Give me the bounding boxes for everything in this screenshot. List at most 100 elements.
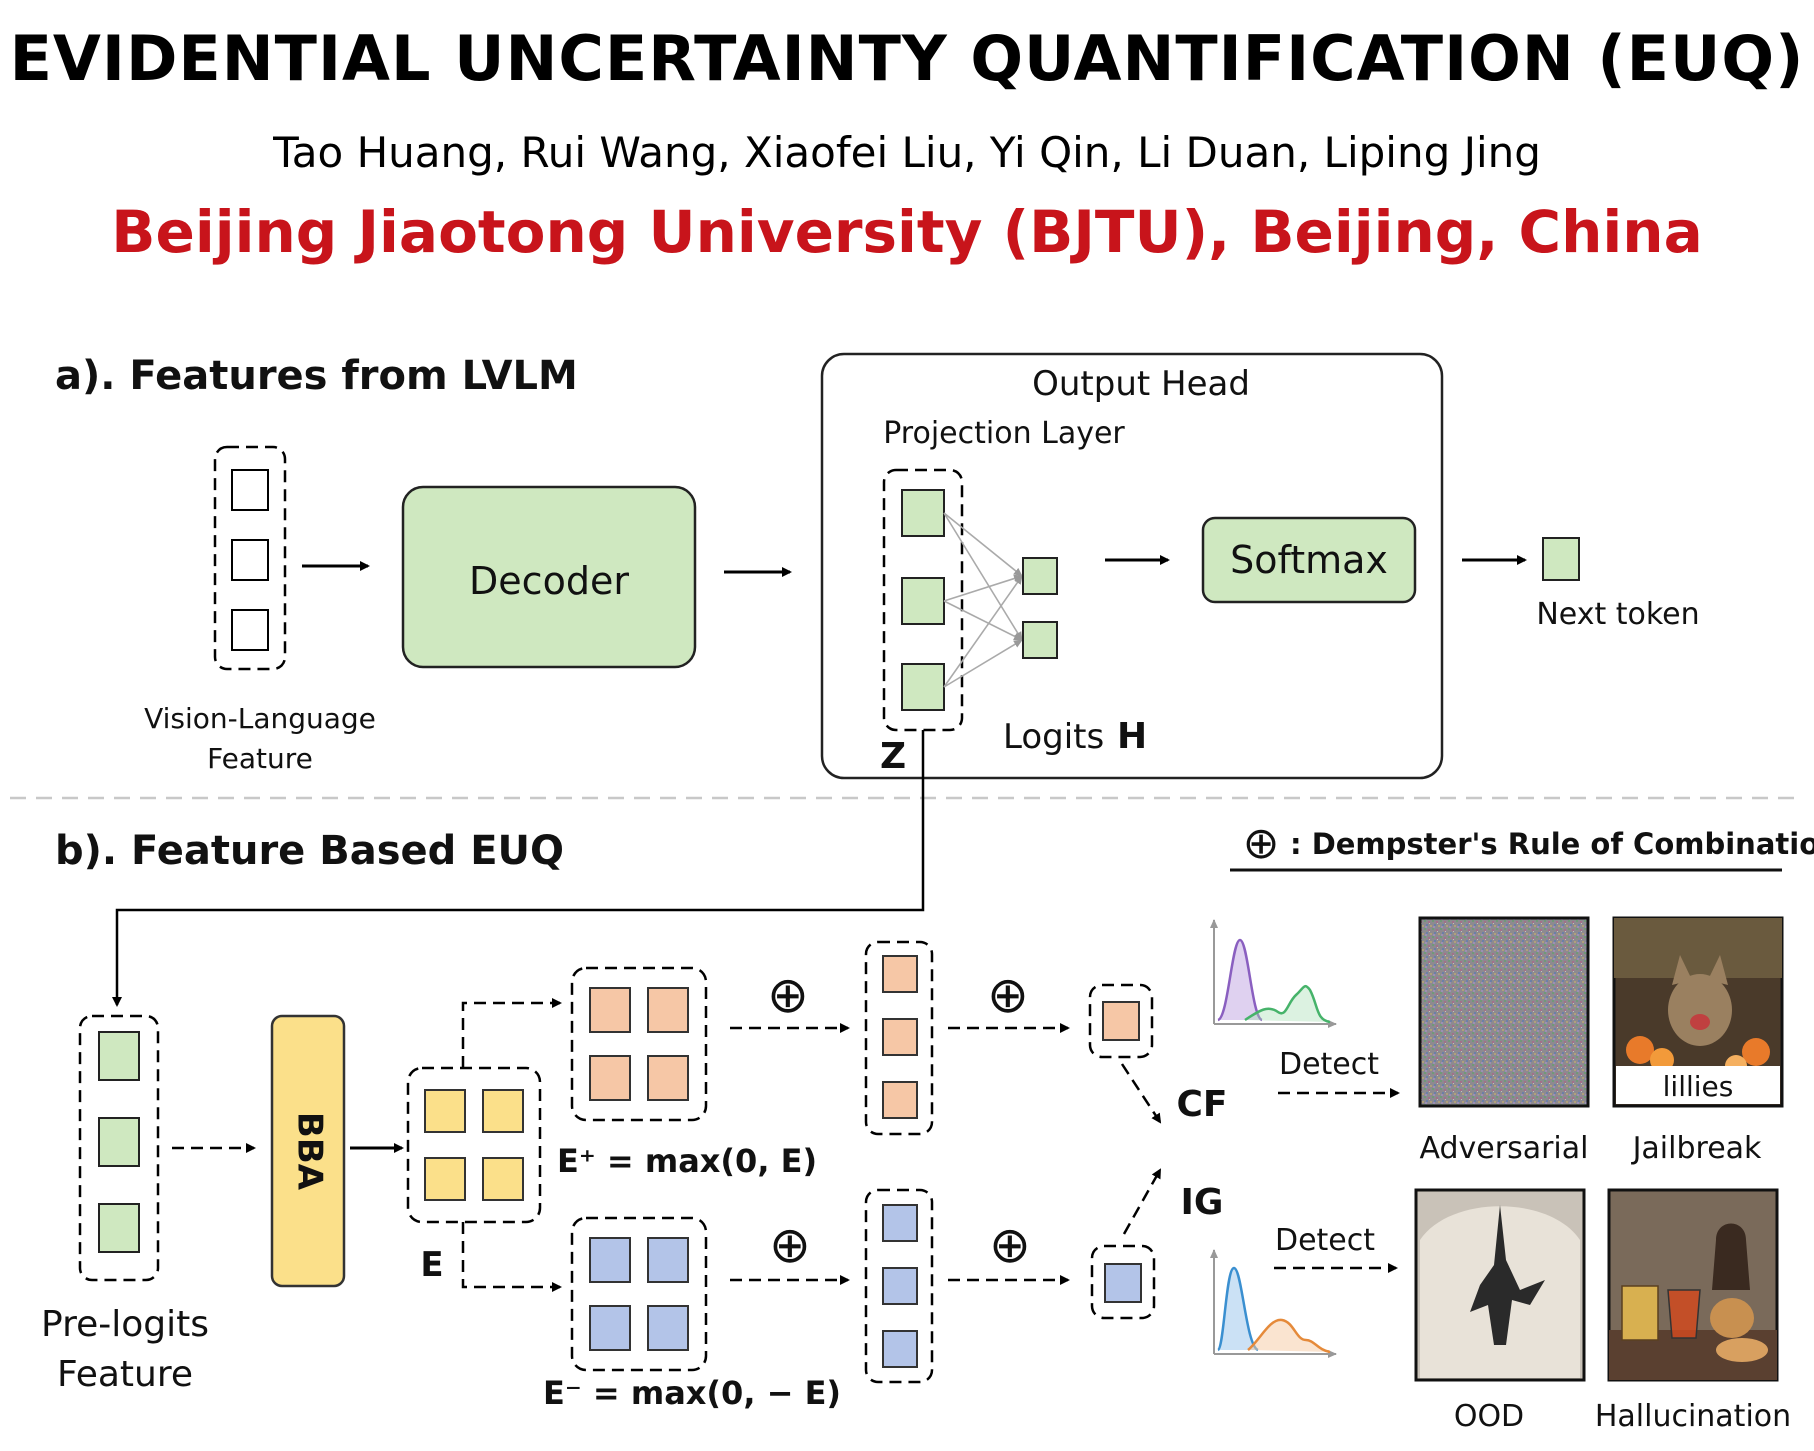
final-negative-cell	[1104, 1263, 1142, 1303]
arrow	[1120, 1063, 1162, 1124]
prelogits-column	[78, 1014, 160, 1282]
bba-box	[270, 1014, 346, 1288]
orange-density-curve	[1247, 1318, 1331, 1354]
combined-positive-cell	[882, 1018, 918, 1056]
decoder-label: Decoder	[469, 559, 629, 603]
jailbreak-caption-box	[1616, 1066, 1780, 1104]
ig-label: IG	[1181, 1182, 1224, 1223]
e-plus-cell	[589, 987, 631, 1033]
adversarial-example-image	[1418, 916, 1590, 1108]
blue-density-curve	[1216, 1266, 1259, 1352]
output-head-label: Output Head	[1032, 364, 1250, 404]
combine-oplus-icon: ⊕	[769, 1216, 811, 1274]
final-positive-cell	[1102, 1001, 1140, 1041]
jailbreak-caption: lillies	[1663, 1070, 1734, 1103]
e-cell	[482, 1089, 524, 1133]
arrow	[1122, 1168, 1162, 1235]
combine-oplus-icon: ⊕	[987, 966, 1029, 1024]
e-minus-formula: E⁻ = max(0, − E)	[543, 1374, 841, 1412]
section-a-heading: a). Features from LVLM	[55, 353, 578, 399]
projection-layer-label: Projection Layer	[883, 416, 1125, 451]
branch-arrow-negative	[461, 1222, 562, 1292]
e-cell	[424, 1089, 466, 1133]
feature-feed-line	[112, 730, 925, 1007]
purple-density-curve	[1217, 938, 1263, 1022]
logit-cell	[1022, 557, 1058, 595]
affiliation-line: Beijing Jiaotong University (BJTU), Beij…	[111, 198, 1703, 266]
next-token-label: Next token	[1536, 597, 1699, 632]
e-plus-block	[570, 966, 708, 1122]
ood-dragon-silhouette	[1470, 1205, 1545, 1345]
logits-label: Logits	[1003, 717, 1104, 757]
detect-label-bottom: Detect	[1275, 1223, 1375, 1258]
e-plus-cell	[647, 1055, 689, 1101]
e-minus-cell	[647, 1305, 689, 1351]
cf-label: CF	[1176, 1084, 1227, 1125]
vl-feature-column	[213, 445, 287, 671]
detect-label-top: Detect	[1279, 1047, 1379, 1082]
section-b-heading: b). Feature Based EUQ	[55, 828, 564, 874]
jailbreak-label: Jailbreak	[1631, 1131, 1762, 1166]
prelogits-label: Pre-logits	[41, 1304, 209, 1345]
combined-positive-column	[864, 940, 934, 1136]
distribution-plot-bottom	[1210, 1249, 1337, 1358]
prelogit-cell	[98, 1031, 140, 1081]
vl-feature-cell	[231, 609, 269, 651]
z-cell	[901, 663, 945, 711]
green-density-curve	[1244, 984, 1331, 1024]
adversarial-label: Adversarial	[1420, 1131, 1589, 1166]
e-plus-cell	[589, 1055, 631, 1101]
vl-feature-cell	[231, 539, 269, 581]
combined-positive-cell	[882, 1081, 918, 1119]
ood-label: OOD	[1454, 1399, 1524, 1434]
combined-negative-cell	[882, 1330, 918, 1368]
e-minus-cell	[589, 1305, 631, 1351]
branch-arrow-positive	[461, 998, 562, 1068]
legend: ⊕ : Dempster's Rule of Combination	[1230, 818, 1814, 872]
prelogits-label: Feature	[57, 1354, 193, 1395]
cat-shape	[1668, 974, 1732, 1046]
projection-connections	[943, 512, 1023, 688]
vl-feature-label: Vision-Language	[144, 702, 376, 735]
e-evidence-block	[406, 1066, 542, 1224]
e-minus-cell	[647, 1237, 689, 1283]
hallucination-label: Hallucination	[1595, 1399, 1791, 1434]
combined-negative-cell	[882, 1267, 918, 1305]
authors-line: Tao Huang, Rui Wang, Xiaofei Liu, Yi Qin…	[273, 128, 1541, 177]
combine-oplus-icon: ⊕	[767, 966, 809, 1024]
combine-oplus-icon: ⊕	[989, 1216, 1031, 1274]
ood-example-image	[1414, 1188, 1586, 1382]
prelogit-cell	[98, 1203, 140, 1253]
legend-text: : Dempster's Rule of Combination	[1290, 827, 1814, 861]
vl-feature-cell	[231, 469, 269, 511]
final-positive-cell-group	[1088, 983, 1154, 1059]
z-symbol: Z	[880, 736, 906, 777]
next-token-cell	[1542, 537, 1580, 581]
distribution-plot-top	[1210, 919, 1337, 1028]
legend-oplus-icon: ⊕	[1243, 818, 1280, 869]
hallucination-example-image	[1607, 1188, 1779, 1382]
e-symbol: E	[420, 1245, 443, 1285]
output-head-box	[820, 352, 1444, 780]
softmax-box	[1201, 516, 1417, 604]
combined-negative-column	[864, 1188, 934, 1384]
prelogit-cell	[98, 1117, 140, 1167]
combined-negative-cell	[882, 1204, 918, 1242]
jailbreak-example-image	[1612, 916, 1784, 1108]
e-cell	[424, 1157, 466, 1201]
vl-feature-label: Feature	[207, 742, 313, 775]
e-cell	[482, 1157, 524, 1201]
z-cell	[901, 489, 945, 537]
logit-cell	[1022, 621, 1058, 659]
projection-z-column	[882, 468, 964, 732]
e-minus-cell	[589, 1237, 631, 1283]
e-plus-cell	[647, 987, 689, 1033]
z-cell	[901, 577, 945, 625]
page-title: EVIDENTIAL UNCERTAINTY QUANTIFICATION (E…	[9, 22, 1805, 95]
logits-symbol: H	[1117, 716, 1147, 757]
bba-label: BBA	[290, 1112, 330, 1191]
softmax-label: Softmax	[1230, 538, 1388, 582]
combined-positive-cell	[882, 955, 918, 993]
decoder-box	[401, 485, 697, 669]
